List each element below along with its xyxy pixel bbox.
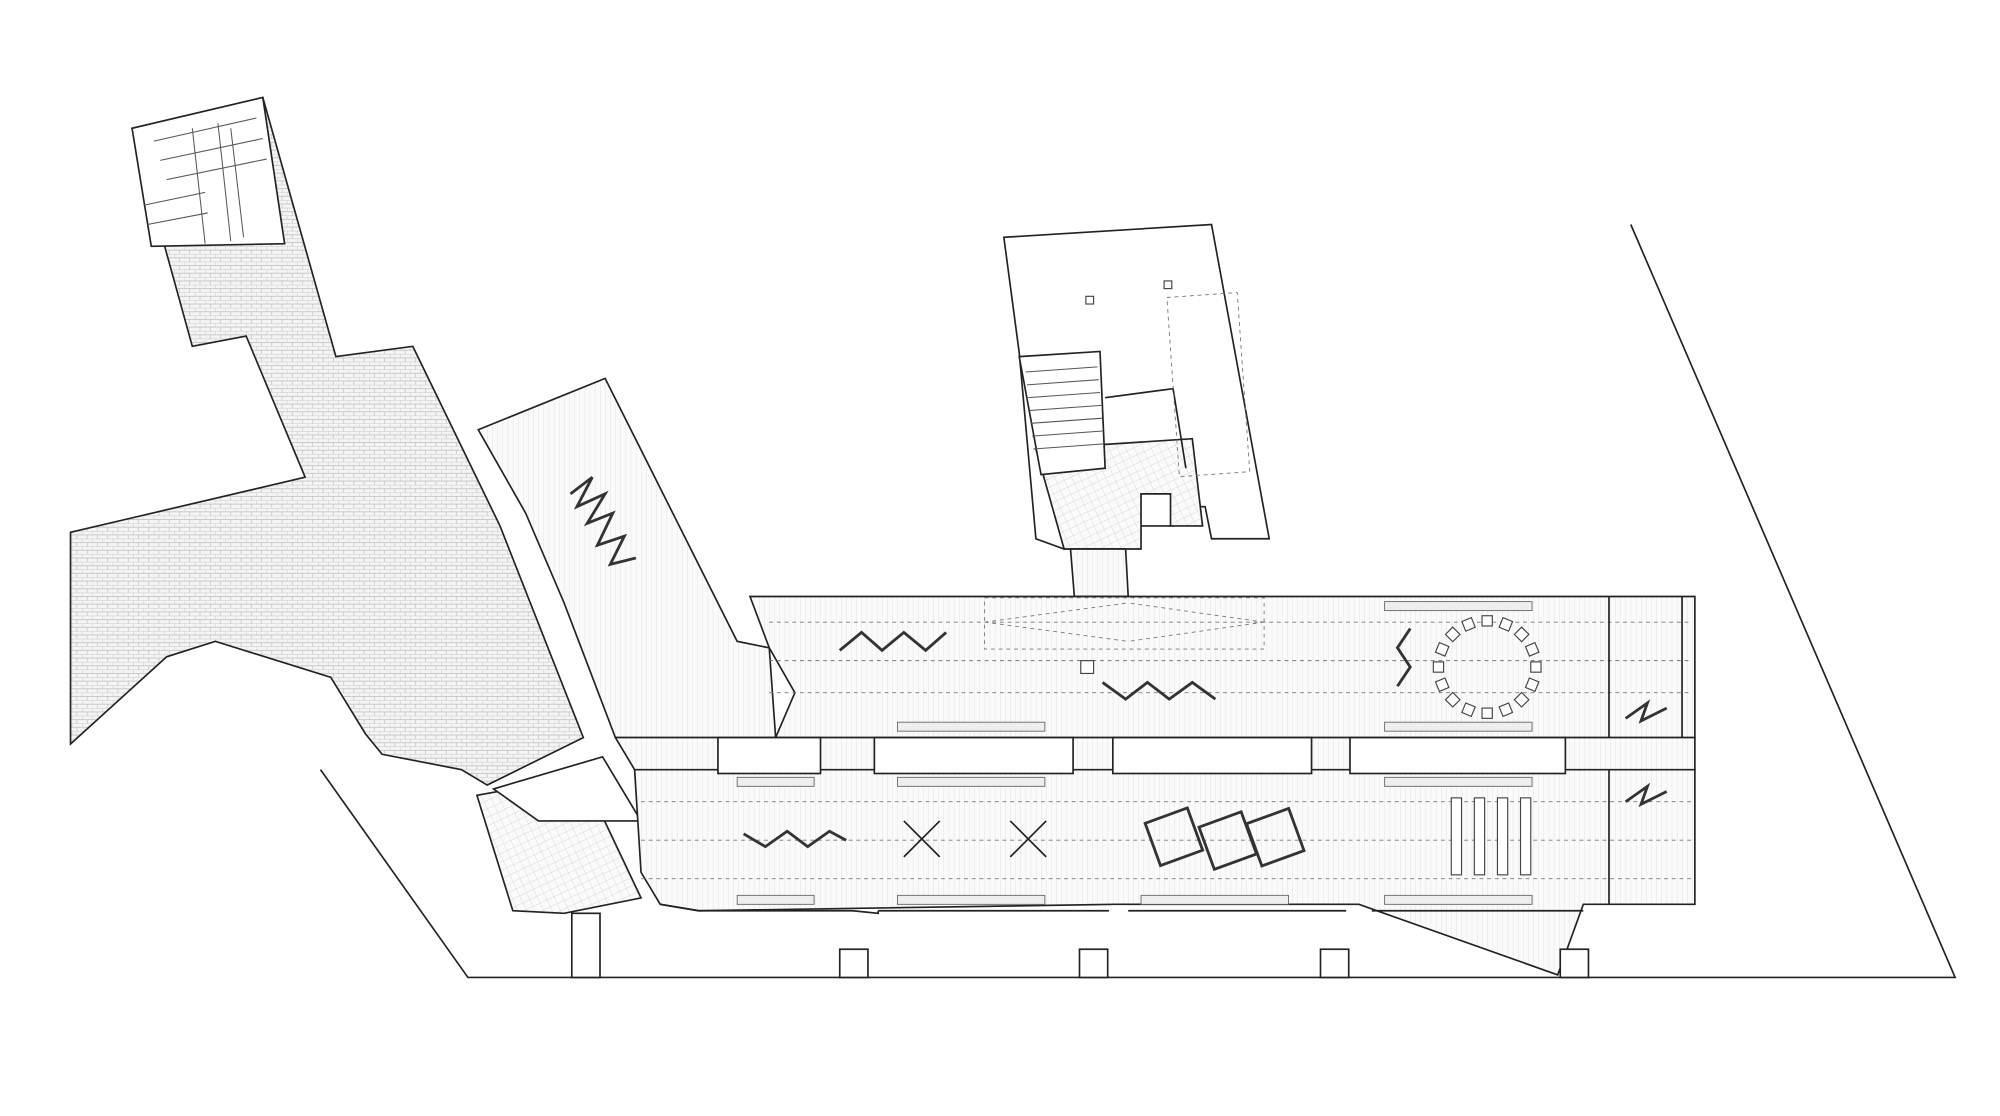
hall-lower (633, 768, 1696, 976)
upper-annex (1002, 223, 1271, 598)
bench (896, 721, 1046, 732)
partition-wall (1349, 736, 1567, 775)
bench (896, 894, 1046, 905)
projection-zone (984, 597, 1265, 650)
seat-circle (1432, 615, 1542, 719)
plinth (1080, 660, 1095, 675)
seat (1461, 702, 1476, 718)
zigzag-display (742, 829, 847, 849)
gallery-halls (613, 595, 1696, 976)
seat (1432, 661, 1445, 673)
seat (1498, 702, 1514, 718)
buttresses (570, 912, 1590, 979)
annex-column (1163, 280, 1173, 290)
seat (1513, 691, 1530, 708)
sightlines (641, 602, 1693, 880)
bench (1384, 721, 1533, 732)
hall-upper (748, 595, 1696, 739)
annex-stair (1018, 350, 1106, 476)
seat (1481, 615, 1493, 627)
square-frames (1143, 806, 1306, 872)
annex-column (1085, 295, 1095, 305)
bench (1140, 894, 1289, 905)
seat (1444, 626, 1461, 643)
bench (1384, 776, 1533, 787)
annex-stair-treads (1025, 366, 1104, 450)
seat (1434, 641, 1450, 657)
zigzag-display (1395, 627, 1412, 688)
seat (1444, 691, 1461, 708)
zigzag-display (569, 476, 637, 567)
left-building-floor (69, 96, 585, 786)
site-boundary (319, 224, 1957, 979)
bench (1384, 894, 1533, 905)
seat (1461, 616, 1476, 632)
exhibits (742, 615, 1668, 876)
bench (896, 776, 1046, 787)
stair-tower (131, 96, 286, 248)
zigzag-display (838, 630, 948, 653)
seat (1513, 626, 1530, 643)
partition-wall (1111, 736, 1313, 775)
seat (1481, 707, 1493, 719)
x-display (903, 820, 1047, 858)
seat (1498, 616, 1514, 632)
annex-bridge (1069, 548, 1130, 598)
seat (1524, 641, 1540, 657)
zigzag-display (1101, 680, 1217, 701)
seat (1524, 677, 1540, 693)
annex-steps (1166, 292, 1251, 478)
bench (736, 776, 815, 787)
zigzag-display (1624, 699, 1668, 808)
bench (1384, 601, 1533, 612)
bench (736, 894, 815, 905)
end-wall (1608, 596, 1683, 905)
stair-treads (143, 117, 267, 244)
seat (1434, 677, 1450, 693)
partition-wall (873, 736, 1074, 775)
partition-wall (717, 736, 822, 775)
left-building (69, 96, 643, 915)
seat-rows (1450, 797, 1532, 876)
seat (1530, 661, 1542, 673)
lower-hall-wall (660, 903, 1584, 915)
